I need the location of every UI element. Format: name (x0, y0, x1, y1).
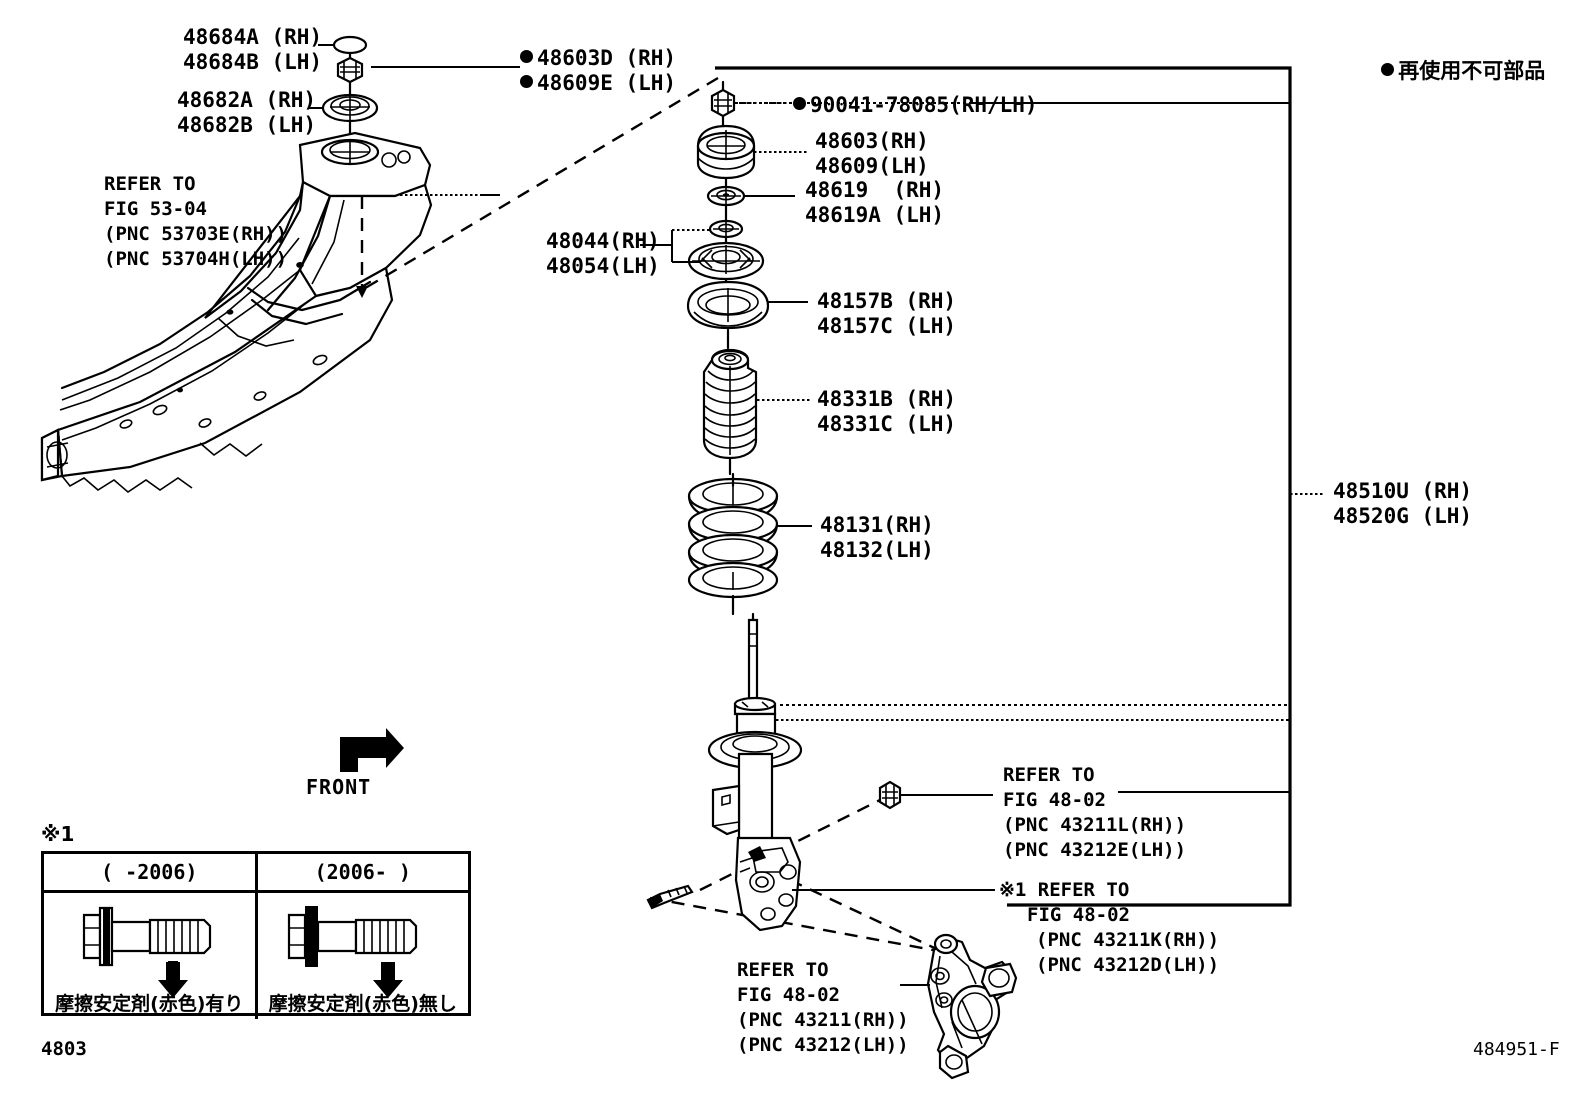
callout-48609e-lh: 48609E (LH) (520, 70, 676, 96)
callout-48044-rh: 48044(RH) (546, 229, 660, 253)
refer-knuckle-note-line1: ※1 REFER TO (999, 879, 1130, 901)
note-table: ( -2006) (2006- ) 摩擦安定剤(赤色)有り 摩擦安定剤(赤色)無… (41, 851, 471, 1019)
part-48157-insulator (686, 280, 770, 350)
callout-48157c-lh: 48157C (LH) (817, 314, 957, 338)
note-table-caption-1: 摩擦安定剤(赤色)有り (55, 993, 244, 1015)
refer-knuckle-upper-line2: FIG 48-02 (1003, 789, 1106, 811)
callout-48603-rh: 48603(RH) (815, 129, 929, 153)
refer-knuckle-lower-line4: (PNC 43212(LH)) (737, 1034, 909, 1056)
part-90041-nut (710, 80, 736, 129)
front-frame-rail-illustration (40, 131, 433, 494)
part-48131-coil-spring (687, 472, 779, 616)
callout-48331c-lh: 48331C (LH) (817, 412, 957, 436)
callout-48682-lh: 48682B (LH) (177, 113, 317, 137)
part-48331-dust-boot (702, 348, 758, 476)
refer-knuckle-lower-line1: REFER TO (737, 959, 829, 981)
part-48682-washer (321, 93, 379, 135)
refer-frame-line4: (PNC 53704H(LH)) (104, 248, 288, 270)
refer-knuckle-lower-line3: (PNC 43211(RH)) (737, 1009, 909, 1031)
front-arrow-icon (340, 728, 404, 772)
part-48603d-nut (336, 56, 364, 98)
refer-knuckle-note-line2: FIG 48-02 (1027, 904, 1130, 926)
refer-frame-line2: FIG 53-04 (104, 198, 207, 220)
callout-48619a-lh: 48619A (LH) (805, 203, 945, 227)
figure-code-bottom-left: 4803 (41, 1038, 87, 1060)
part-steering-knuckle (926, 933, 1018, 1080)
note-table-cell-2: 摩擦安定剤(赤色)無し (258, 893, 469, 1019)
note-table-marker: ※1 (41, 822, 75, 846)
note-table-header-row: ( -2006) (2006- ) (44, 854, 468, 893)
part-knuckle-nut (878, 780, 902, 810)
note-table-header-col2: (2006- ) (314, 860, 411, 884)
callout-48520g-lh: 48520G (LH) (1333, 504, 1473, 528)
part-lower-bolt (646, 884, 694, 910)
callout-48609-lh: 48609(LH) (815, 154, 929, 178)
refer-knuckle-note-line4: (PNC 43212D(LH)) (1036, 954, 1220, 976)
filled-circle-icon (1381, 63, 1395, 76)
note-table-caption-2: 摩擦安定剤(赤色)無し (268, 993, 457, 1015)
callout-48682-rh: 48682A (RH) (177, 88, 317, 112)
callout-90041: 90041-78085(RH/LH) (793, 92, 1038, 118)
callout-48131-rh: 48131(RH) (820, 513, 934, 537)
refer-frame-line3: (PNC 53703E(RH)) (104, 223, 288, 245)
legend-nonreusable: 再使用不可部品 (1356, 32, 1545, 84)
refer-frame-line1: REFER TO (104, 173, 196, 195)
part-48510-strut-assembly (707, 612, 803, 932)
filled-circle-icon (793, 97, 806, 110)
note-table-header-col1: ( -2006) (44, 854, 258, 890)
figure-code-bottom-right: 484951-F (1473, 1039, 1560, 1060)
part-48044-washer (708, 219, 744, 249)
refer-knuckle-upper-line4: (PNC 43212E(LH)) (1003, 839, 1187, 861)
callout-48684-rh: 48684A (RH) (183, 25, 323, 49)
note-bolt-with-sealant (82, 906, 212, 998)
part-48603-support (696, 124, 756, 192)
callout-48684-lh: 48684B (LH) (183, 50, 323, 74)
note-table-body-row: 摩擦安定剤(赤色)有り 摩擦安定剤(赤色)無し (44, 893, 468, 1019)
callout-48331b-rh: 48331B (RH) (817, 387, 957, 411)
refer-knuckle-upper-line3: (PNC 43211L(RH)) (1003, 814, 1187, 836)
callout-48157b-rh: 48157B (RH) (817, 289, 957, 313)
note-bolt-without-sealant (287, 906, 418, 998)
callout-48603d-rh: 48603D (RH) (520, 45, 676, 71)
note-table-cell-1: 摩擦安定剤(赤色)有り (44, 893, 258, 1019)
callout-48132-lh: 48132(LH) (820, 538, 934, 562)
callout-48619-rh: 48619 (RH) (805, 178, 945, 202)
refer-knuckle-lower-line2: FIG 48-02 (737, 984, 840, 1006)
filled-circle-icon (520, 50, 533, 63)
leader-lines (308, 44, 1290, 986)
callout-48510u-rh: 48510U (RH) (1333, 479, 1473, 503)
part-48619-washer (706, 185, 746, 224)
refer-knuckle-note-line3: (PNC 43211K(RH)) (1036, 929, 1220, 951)
refer-knuckle-upper-line1: REFER TO (1003, 764, 1095, 786)
callout-48054-lh: 48054(LH) (546, 254, 660, 278)
front-arrow-label: FRONT (306, 775, 372, 799)
filled-circle-icon (520, 75, 533, 88)
